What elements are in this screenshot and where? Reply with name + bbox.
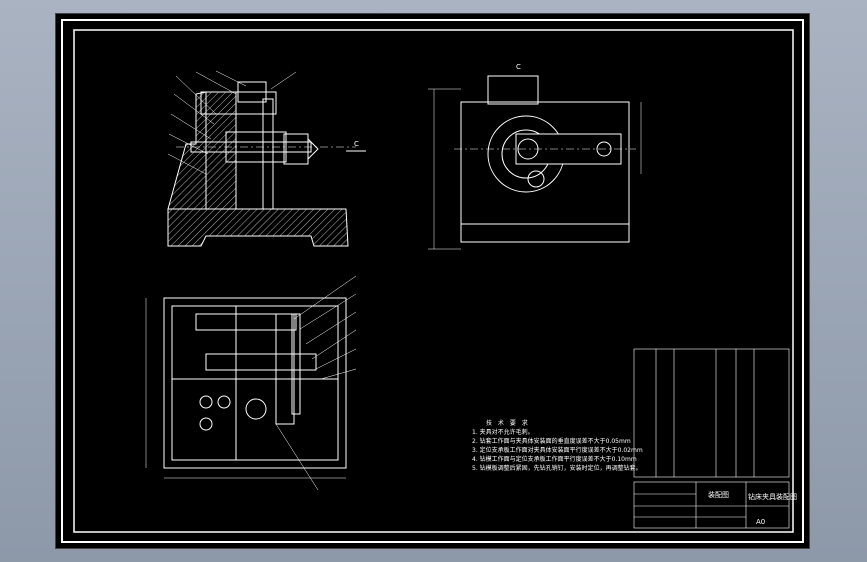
top-bracket (237, 81, 267, 103)
base-plate-section (167, 208, 349, 247)
inner-frame (73, 29, 794, 533)
column-section (205, 91, 237, 210)
leader (167, 153, 207, 175)
leader (299, 293, 357, 330)
leader (320, 368, 357, 380)
leader (293, 275, 357, 320)
note-item: 5. 钻模板调整后紧固，先钻孔销钉，安装时定位，再调整钻套。 (472, 465, 642, 472)
leader (170, 113, 212, 140)
knob-tip (307, 137, 319, 161)
leader (315, 348, 357, 370)
leader (275, 423, 319, 491)
title-block (633, 481, 790, 529)
title-view-name: 装配图 (708, 490, 729, 499)
top-view-clamp (487, 75, 539, 105)
parts-table (633, 348, 790, 478)
drawing-canvas: C C (61, 19, 804, 543)
gear-1 (199, 395, 213, 409)
note-item: 3. 定位支承板工作面对夹具体安装面平行度误差不大于0.02mm (472, 447, 643, 454)
parts-list (633, 348, 790, 529)
leader (215, 70, 247, 87)
leader (195, 71, 237, 95)
side-plate (275, 313, 295, 425)
note-item: 2. 钻套工作面与夹具体安装面的垂直度误差不大于0.05mm (472, 438, 631, 445)
leader (305, 311, 357, 345)
plan-handle (291, 313, 301, 415)
vertical-rod (262, 98, 274, 210)
front-view (167, 70, 356, 247)
note-item: 4. 钻模工作面与定位支承板工作面平行度误差不大于0.10mm (472, 456, 637, 463)
gear-knob (527, 170, 545, 188)
lower-shaft (205, 353, 317, 371)
plan-inner (171, 305, 339, 461)
drawing-sheet: C C (56, 14, 809, 548)
title-sheet-mark: A0 (756, 518, 765, 526)
note-item: 1. 夹具对不允许毛刺。 (472, 429, 534, 436)
top-view (428, 75, 642, 250)
top-view-base (460, 101, 630, 243)
view-label-top: C (516, 63, 521, 71)
technical-requirements: 技 术 要 求 1. 夹具对不允许毛刺。 2. 钻套工作面与夹具体安装面的垂直度… (472, 419, 643, 473)
base-body-section (167, 91, 207, 210)
leader (270, 71, 297, 90)
plan-view (145, 275, 357, 491)
gear-3 (199, 417, 213, 431)
gear-2 (217, 395, 231, 409)
upper-shaft (195, 313, 297, 331)
plan-outer (163, 297, 347, 469)
gear-4 (245, 398, 267, 420)
title-drawing-name: 钻床夹具装配图 (748, 492, 797, 501)
view-label-front: C (354, 140, 359, 148)
leader (173, 93, 215, 125)
leader (311, 329, 357, 360)
leader (168, 133, 209, 155)
outer-frame (61, 19, 804, 543)
leader (175, 75, 217, 115)
handwheel (283, 133, 309, 165)
notes-title: 技 术 要 求 (486, 420, 530, 427)
